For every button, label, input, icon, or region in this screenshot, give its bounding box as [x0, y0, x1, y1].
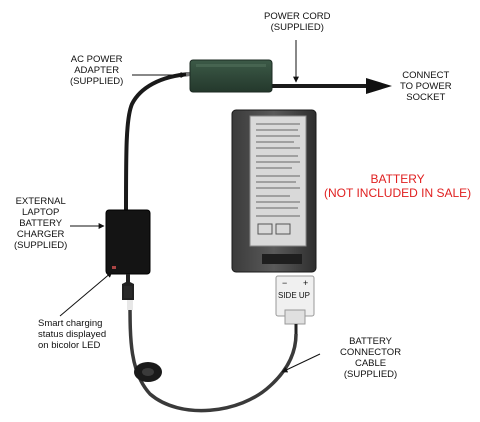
ac-adapter-label: AC POWER ADAPTER (SUPPLIED) — [70, 54, 124, 87]
connector-polarity-plus: + — [303, 278, 309, 288]
connector-polarity-minus: − — [282, 278, 288, 288]
led-callout — [59, 271, 113, 317]
battery-device — [231, 109, 317, 273]
connector-cable-callout — [281, 353, 321, 373]
ferrite-bead — [134, 362, 162, 382]
connector-cable-label: BATTERY CONNECTOR CABLE (SUPPLIED) — [340, 336, 402, 380]
external-charger-label: EXTERNAL LAPTOP BATTERY CHARGER (SUPPLIE… — [14, 196, 68, 251]
connector-side-up-label: SIDE UP — [278, 291, 311, 300]
power-socket-arrow — [366, 78, 392, 94]
led-status-note: Smart charging status displayed on bicol… — [38, 318, 107, 351]
power-cord-label: POWER CORD (SUPPLIED) — [264, 11, 331, 33]
battery-not-included-label: BATTERY (NOT INCLUDED IN SALE) — [324, 172, 472, 200]
adapter-output-cable — [124, 72, 191, 213]
battery-connector-cable-line — [128, 299, 298, 413]
external-charger-device — [105, 209, 151, 310]
connect-power-socket-label: CONNECT TO POWER SOCKET — [400, 70, 452, 103]
battery-connector-plug — [275, 275, 315, 334]
ac-adapter-device — [186, 59, 273, 93]
